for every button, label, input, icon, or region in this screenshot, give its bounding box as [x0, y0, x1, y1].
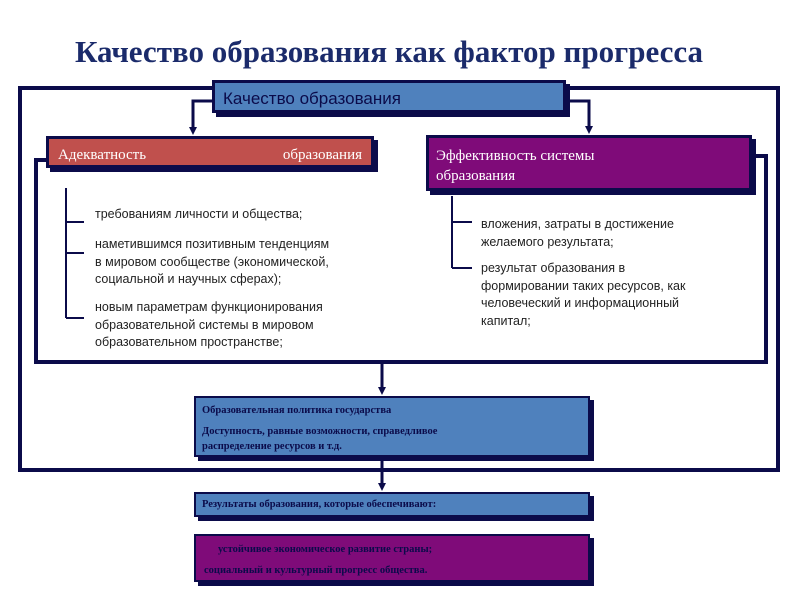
adequacy-item-line: образовательной системы в мировом: [95, 317, 314, 332]
efficiency-box: Эффективность системы образования: [426, 135, 752, 191]
outer-frame: [18, 86, 780, 472]
state-policy-line: распределение ресурсов и т.д.: [202, 441, 342, 452]
efficiency-line-2: образования: [436, 168, 516, 184]
adequacy-item-line: социальной и научных сферах);: [95, 272, 282, 286]
adequacy-box: Адекватность образования: [46, 136, 374, 168]
efficiency-item: результат образования в: [481, 261, 626, 275]
left-bracket: [65, 188, 84, 319]
outcome-economic: устойчивое экономическое развитие страны…: [218, 544, 433, 555]
outcomes-box: устойчивое экономическое развитие страны…: [194, 534, 590, 582]
efficiency-item: вложения, затраты в достижение: [481, 217, 674, 231]
efficiency-item-line: формировании таких ресурсов, как: [481, 278, 686, 293]
adequacy-word: Адекватность: [58, 147, 147, 163]
right-bracket: [451, 196, 472, 269]
adequacy-item: наметившимся позитивным тенденциям: [95, 237, 330, 251]
quality-of-education-box: Качество образования: [212, 80, 566, 113]
branch-connectors: [189, 99, 593, 491]
efficiency-line-1: Эффективность системы: [436, 148, 595, 164]
education-results-box: Результаты образования, которые обеспечи…: [194, 492, 590, 517]
inner-frame: [34, 154, 768, 364]
efficiency-item-line: капитал;: [481, 313, 531, 328]
state-policy-title: Образовательная политика государства: [202, 405, 392, 416]
adequacy-item: новым параметрам функционирования: [95, 300, 323, 314]
efficiency-item-line: человеческий и информационный: [481, 296, 680, 310]
efficiency-item-line: желаемого результата;: [481, 234, 614, 249]
state-policy-line: Доступность, равные возможности, справед…: [202, 426, 438, 437]
state-policy-box: Образовательная политика государства Дос…: [194, 396, 590, 457]
adequacy-item-line: в мировом сообществе (экономической,: [95, 254, 329, 269]
education-word: образования: [282, 147, 362, 163]
adequacy-item-line: образовательном пространстве;: [95, 335, 283, 349]
page-title: Качество образования как фактор прогресс…: [74, 34, 704, 69]
adequacy-item: требованиям личности и общества;: [95, 207, 303, 221]
outcome-social: социальный и культурный прогресс обществ…: [204, 565, 428, 576]
